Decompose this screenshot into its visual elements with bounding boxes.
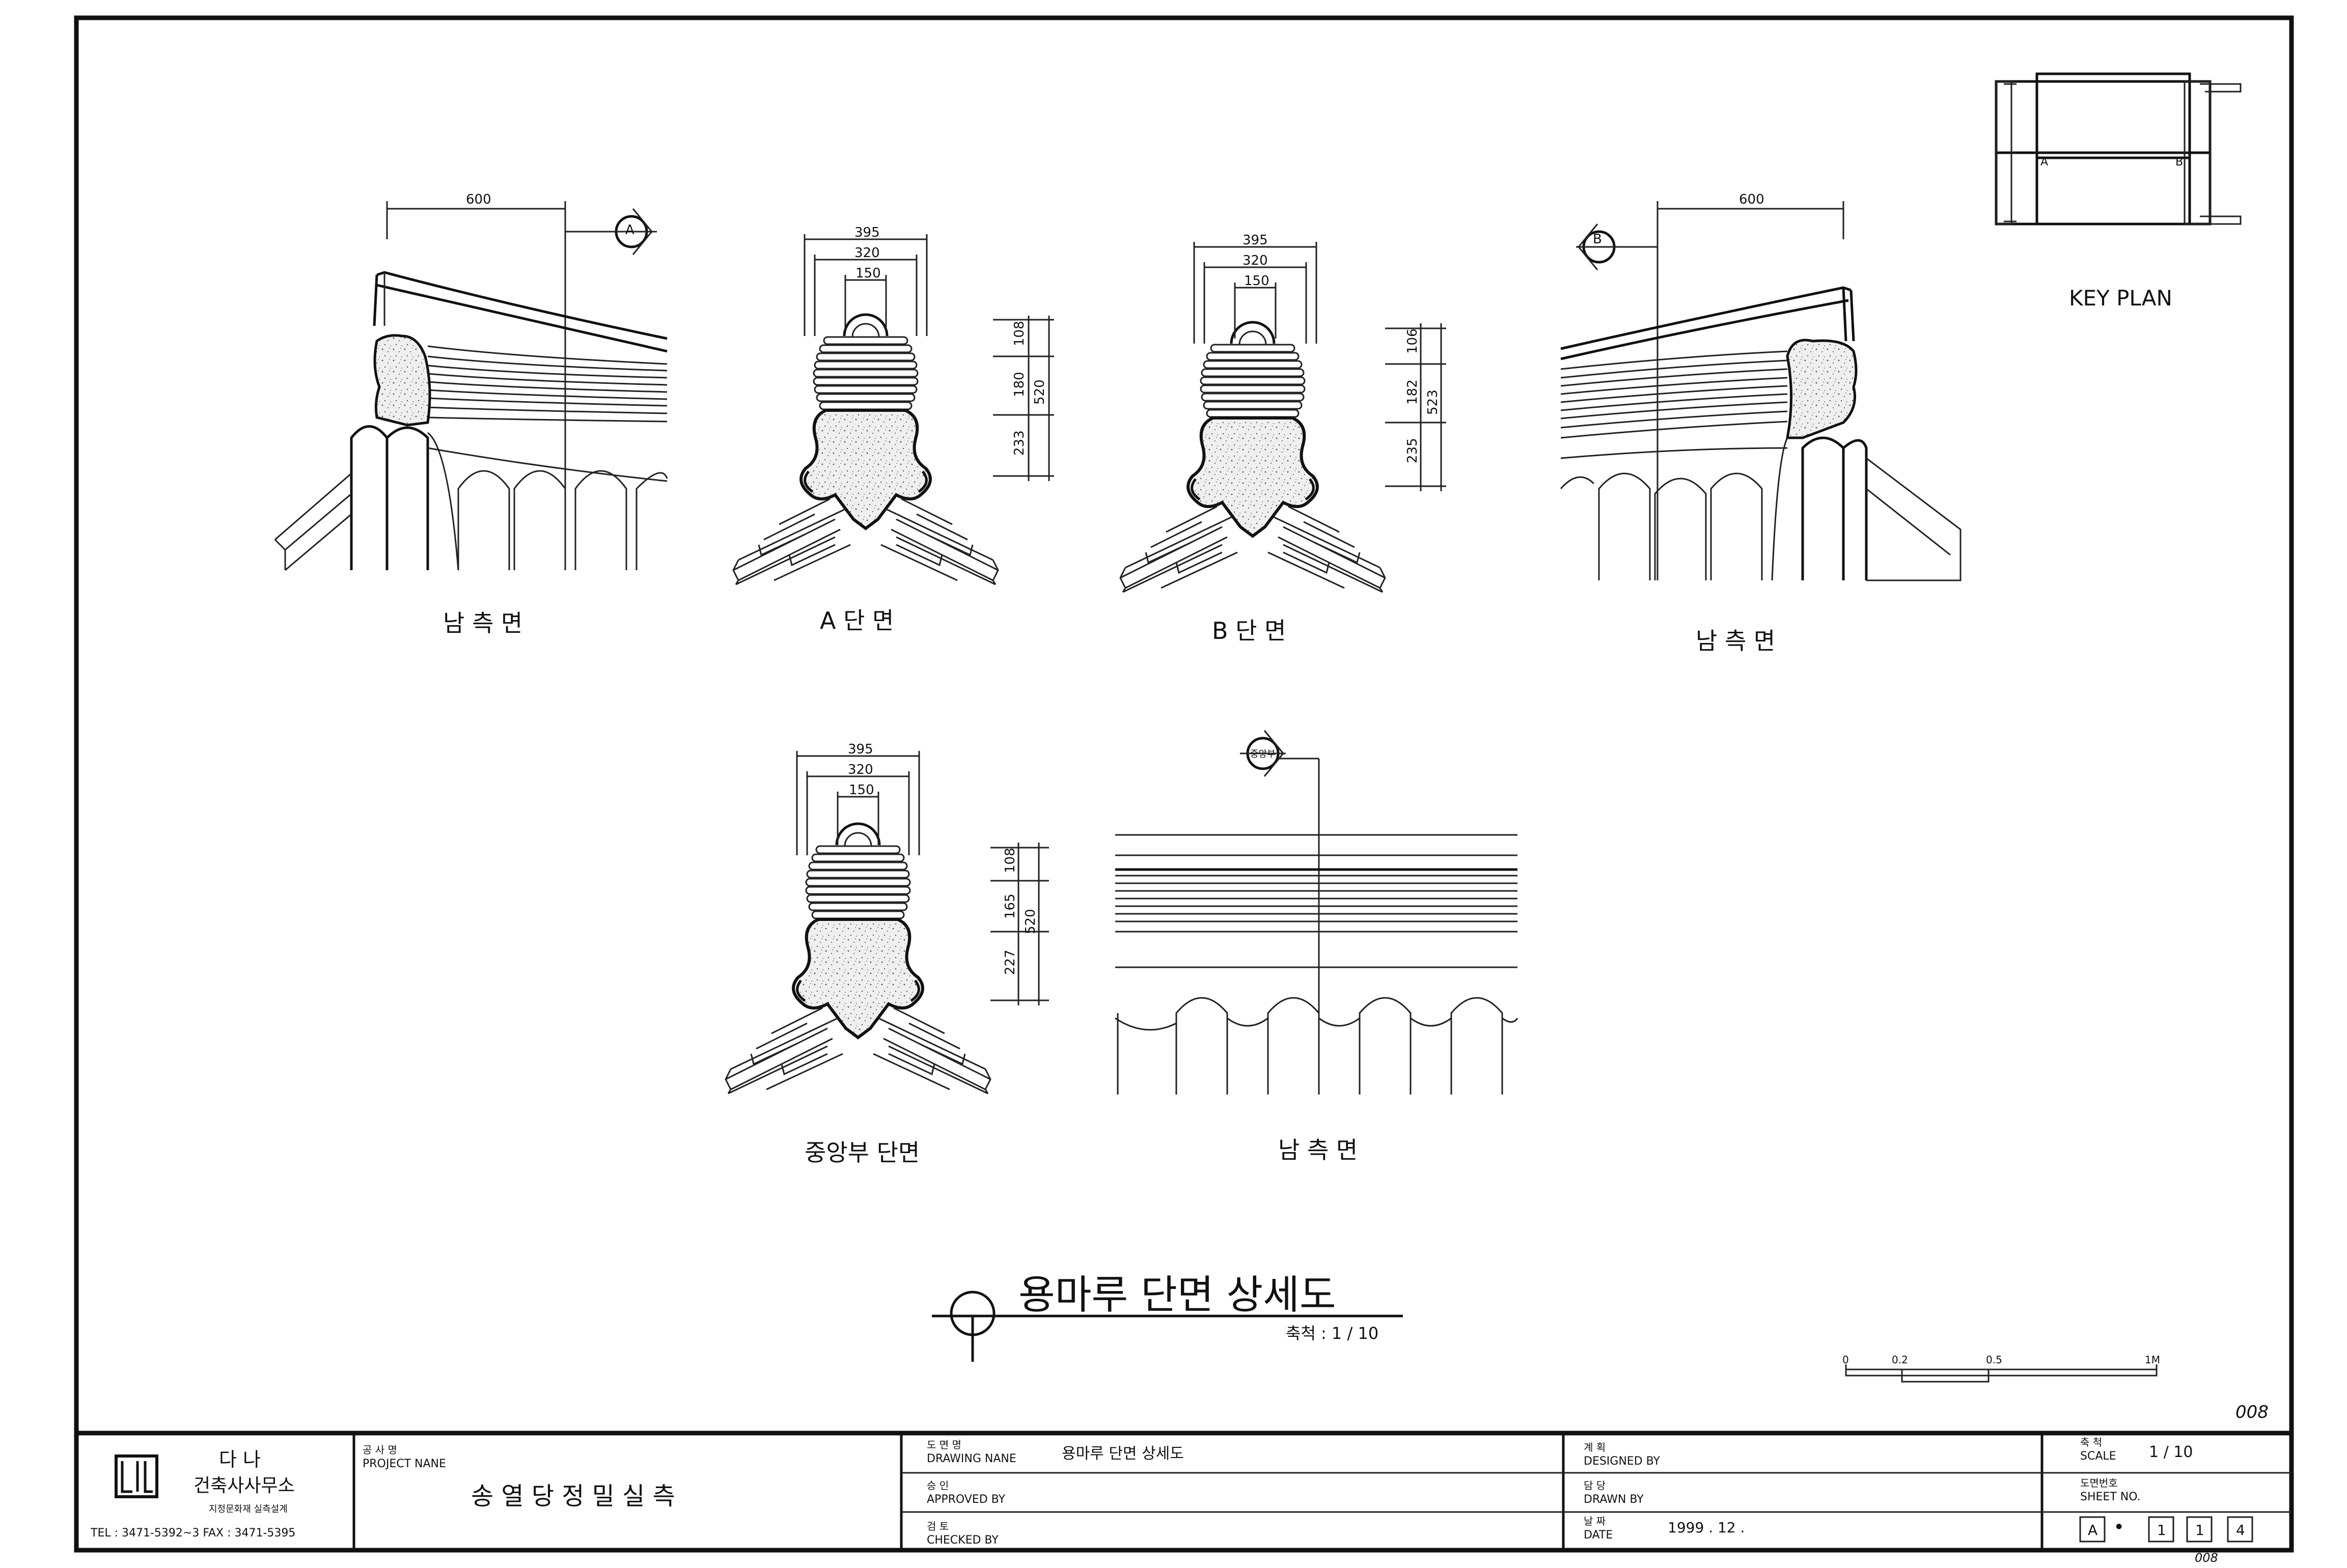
svg-text:150: 150	[855, 266, 881, 281]
svg-text:235: 235	[1405, 438, 1420, 463]
firm-sub: 지정문화재 실측설계	[209, 1504, 288, 1515]
svg-text:0: 0	[1842, 1354, 1849, 1366]
south-elevation-right-label: 남 측 면	[1696, 627, 1775, 655]
svg-text:DESIGNED BY: DESIGNED BY	[1584, 1455, 1661, 1468]
svg-text:227: 227	[1003, 949, 1018, 975]
key-plan-label: KEY PLAN	[2069, 286, 2172, 311]
key-plan: A B KEY PLAN	[1995, 72, 2242, 311]
firm-name-1: 다 나	[219, 1448, 261, 1471]
svg-text:도면번호: 도면번호	[2080, 1477, 2118, 1489]
svg-text:600: 600	[1739, 192, 1764, 207]
title-block: 다 나 건축사사무소 지정문화재 실측설계 TEL : 3471-5392~3 …	[90, 1433, 2291, 1550]
svg-text:320: 320	[848, 762, 873, 777]
drawing-title-scale: 축척 : 1 / 10	[1286, 1324, 1378, 1343]
svg-text:150: 150	[1244, 273, 1269, 289]
drawing-title: 용마루 단면 상세도 축척 : 1 / 10	[932, 1272, 1403, 1362]
svg-text:●: ●	[2116, 1522, 2122, 1530]
svg-text:공 사 명: 공 사 명	[363, 1444, 397, 1456]
svg-text:축 척: 축 척	[2080, 1436, 2102, 1448]
svg-text:도 면 명: 도 면 명	[927, 1439, 961, 1451]
section-center-label: 중앙부 단면	[805, 1139, 920, 1166]
svg-text:150: 150	[849, 782, 874, 798]
svg-text:0.5: 0.5	[1986, 1354, 2002, 1366]
svg-text:SCALE: SCALE	[2080, 1450, 2116, 1463]
south-elevation-right: 600 B	[1560, 192, 1962, 581]
svg-text:165: 165	[1003, 893, 1018, 919]
svg-text:395: 395	[848, 742, 873, 757]
drawing-name: 용마루 단면 상세도	[1062, 1445, 1184, 1463]
svg-text:SHEET NO.: SHEET NO.	[2080, 1491, 2141, 1503]
svg-text:320: 320	[1242, 253, 1268, 268]
section-b-label: B 단 면	[1212, 617, 1286, 645]
svg-text:600: 600	[466, 192, 491, 207]
svg-text:A: A	[2088, 1522, 2097, 1538]
svg-text:1: 1	[2157, 1522, 2166, 1538]
south-elevation-center-label: 남 측 면	[1278, 1136, 1358, 1164]
south-elevation-center: 중앙부	[1115, 730, 1518, 1095]
scale-bar: 0 0.2 0.5 1M	[1842, 1354, 2160, 1383]
svg-text:320: 320	[854, 245, 880, 261]
svg-text:날 짜: 날 짜	[1584, 1515, 1606, 1527]
handwritten-sheet-number: 008	[2235, 1402, 2269, 1422]
svg-text:1: 1	[2195, 1522, 2204, 1538]
svg-text:계 획: 계 획	[1584, 1441, 1606, 1453]
svg-text:DRAWING NANE: DRAWING NANE	[927, 1452, 1016, 1465]
svg-text:A: A	[625, 222, 634, 238]
svg-text:182: 182	[1405, 379, 1420, 405]
section-center: 395 320 150 108 165 227 520	[726, 742, 1049, 1094]
svg-text:승 인: 승 인	[927, 1479, 949, 1492]
svg-text:APPROVED BY: APPROVED BY	[927, 1493, 1006, 1506]
svg-text:106: 106	[1405, 328, 1420, 354]
svg-text:1M: 1M	[2145, 1354, 2160, 1366]
svg-text:B: B	[1593, 232, 1602, 247]
section-a: 395 320 150 108 180 233 520	[733, 225, 1054, 584]
sheet-border	[74, 15, 2294, 1553]
key-plan-mark-b: B	[2175, 156, 2183, 169]
svg-text:담 당: 담 당	[1584, 1479, 1606, 1492]
scale-value: 1 / 10	[2149, 1443, 2193, 1461]
svg-text:180: 180	[1012, 372, 1027, 397]
south-elevation-left: 600 A	[274, 192, 668, 571]
handwritten-bottom-number: 008	[2195, 1551, 2218, 1565]
drawing-title-text: 용마루 단면 상세도	[1018, 1272, 1336, 1318]
svg-text:108: 108	[1012, 321, 1027, 346]
svg-text:4: 4	[2236, 1522, 2245, 1538]
svg-text:108: 108	[1003, 848, 1018, 873]
svg-text:520: 520	[1032, 379, 1047, 405]
firm-logo	[115, 1454, 158, 1498]
date-value: 1999 . 12 .	[1668, 1519, 1745, 1536]
svg-text:중앙부: 중앙부	[1250, 749, 1276, 760]
svg-text:PROJECT NANE: PROJECT NANE	[363, 1458, 446, 1470]
svg-text:520: 520	[1023, 909, 1038, 934]
svg-text:395: 395	[1242, 233, 1268, 248]
project-name: 송 열 당 정 밀 실 측	[471, 1482, 675, 1510]
firm-tel: TEL : 3471-5392~3 FAX : 3471-5395	[90, 1527, 295, 1539]
svg-text:395: 395	[854, 225, 880, 240]
svg-text:DRAWN BY: DRAWN BY	[1584, 1493, 1644, 1506]
svg-text:CHECKED BY: CHECKED BY	[927, 1534, 999, 1547]
south-elevation-left-label: 남 측 면	[443, 609, 522, 637]
svg-text:0.2: 0.2	[1892, 1354, 1908, 1366]
key-plan-mark-a: A	[2040, 156, 2048, 169]
section-a-label: A 단 면	[820, 607, 894, 634]
svg-text:검 토: 검 토	[927, 1520, 949, 1532]
svg-text:523: 523	[1425, 389, 1441, 415]
svg-text:DATE: DATE	[1584, 1529, 1613, 1542]
firm-name-2: 건축사사무소	[194, 1475, 295, 1496]
section-b: 395 320 150 106 182 235 523	[1120, 233, 1446, 592]
svg-text:233: 233	[1012, 430, 1027, 456]
